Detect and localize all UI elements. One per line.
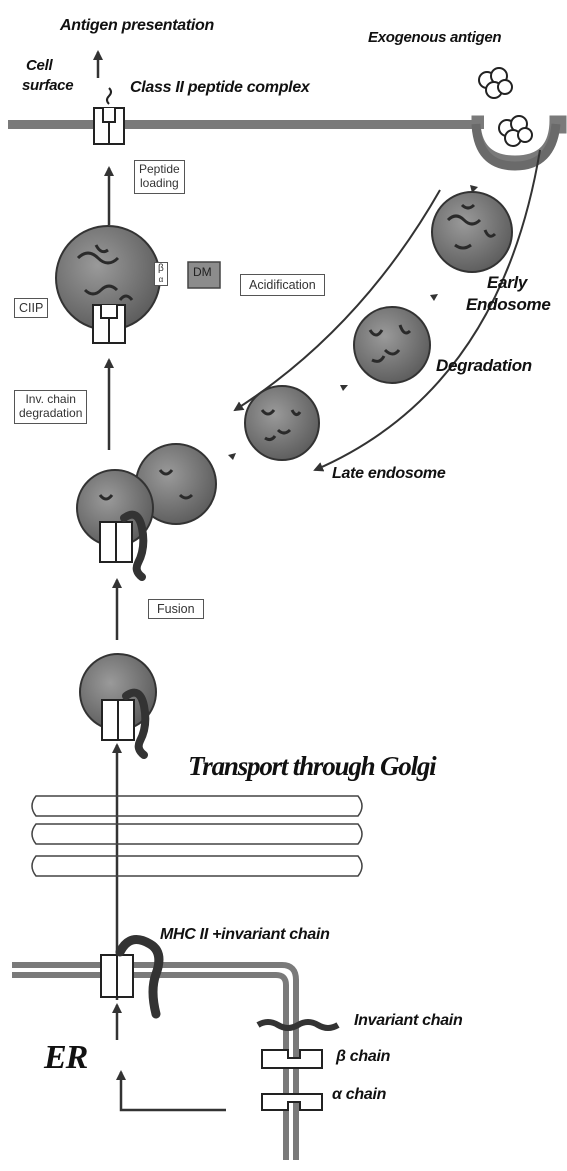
er-entry-arrow [121, 1072, 226, 1110]
label-surface: surface [22, 78, 73, 94]
peptide-squiggle [107, 88, 111, 104]
endocytosed-antigen-clump [499, 116, 532, 146]
label-mhc-invariant: MHC II +invariant chain [160, 927, 330, 944]
label-endosome: Endosome [466, 296, 551, 314]
label-transport-golgi: Transport through Golgi [188, 752, 436, 780]
label-cell: Cell [26, 58, 52, 74]
inv-chain-line-1: Inv. chain [19, 393, 82, 407]
box-dm: DM [190, 264, 215, 282]
label-class-ii-complex: Class II peptide complex [130, 80, 310, 97]
label-invariant-chain: Invariant chain [354, 1013, 462, 1030]
label-late-endosome: Late endosome [332, 466, 445, 483]
box-acidification: Acidification [240, 274, 325, 296]
degrading-endosome [354, 307, 430, 383]
box-ciip: CIIP [14, 298, 48, 318]
peptide-loading-line-1: Peptide [139, 163, 180, 177]
late-endosome [245, 386, 319, 460]
label-beta-chain: β chain [336, 1049, 390, 1066]
mhc-ii-surface-receptor [94, 108, 124, 144]
transport-vesicle [80, 654, 156, 755]
ciip-compartment [56, 226, 220, 343]
early-endosome [432, 192, 512, 272]
label-degradation: Degradation [436, 357, 532, 375]
beta-subunit-label: β [158, 263, 164, 274]
label-antigen-presentation: Antigen presentation [60, 18, 214, 35]
exogenous-antigen-clump [479, 68, 512, 98]
cell-membrane [8, 120, 562, 166]
label-alpha-chain: α chain [332, 1087, 386, 1104]
label-exogenous-antigen: Exogenous antigen [368, 30, 501, 46]
label-er: ER [44, 1040, 87, 1076]
inv-chain-line-2: degradation [19, 407, 82, 421]
box-inv-chain-degradation: Inv. chain degradation [14, 390, 87, 424]
box-fusion: Fusion [148, 599, 204, 619]
fusing-vesicles [77, 444, 216, 577]
box-peptide-loading: Peptide loading [134, 160, 185, 194]
golgi-stacks [32, 796, 362, 876]
label-early: Early [487, 274, 527, 292]
peptide-loading-line-2: loading [139, 177, 180, 191]
box-beta-alpha: β α [154, 262, 168, 286]
alpha-subunit-label: α [158, 274, 164, 285]
